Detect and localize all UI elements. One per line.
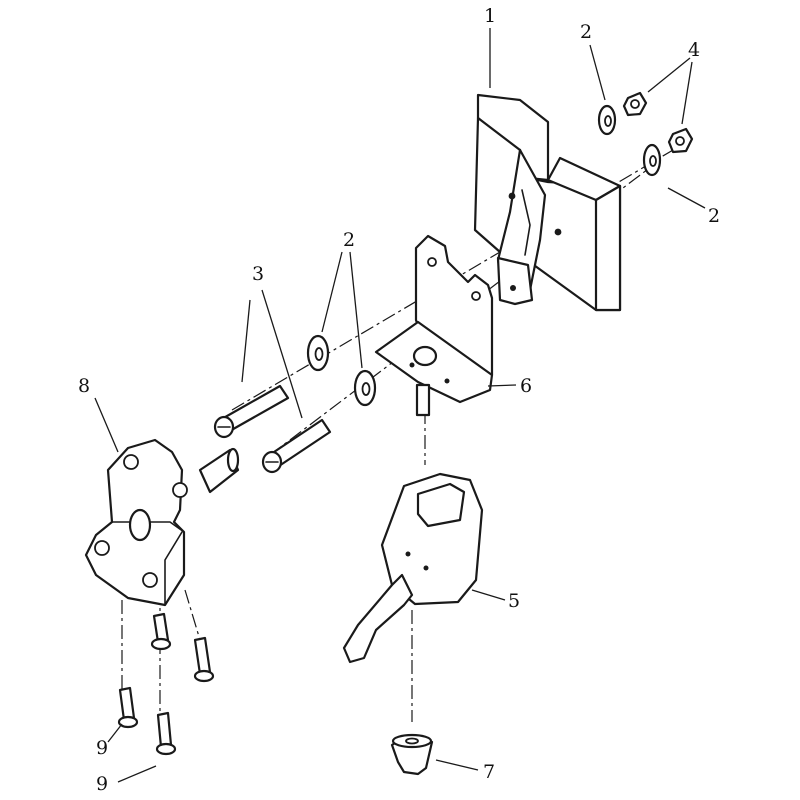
bottom-screw-c-part-9: [117, 686, 139, 729]
callout-7: 7: [483, 761, 495, 783]
callout-5: 5: [508, 590, 520, 612]
callout-labels: 1 2 4 2 2 3 8 6 5 7 9 9: [78, 5, 720, 795]
leader-lines: [94, 28, 706, 783]
bottom-screw-a-part-9: [150, 612, 172, 651]
callout-6: 6: [520, 375, 532, 397]
callout-2-top: 2: [580, 21, 592, 43]
base-bracket-part-8: [84, 438, 240, 607]
nut-top-part-4: [622, 91, 648, 117]
washer-mid-upper-part-2: [306, 334, 330, 372]
callout-9-lower: 9: [96, 773, 108, 795]
bottom-screw-b-part-9: [193, 636, 215, 683]
callout-4: 4: [688, 39, 700, 61]
angle-bracket-part-6: [374, 234, 494, 417]
callout-3: 3: [252, 263, 264, 285]
callout-9-upper: 9: [96, 737, 108, 759]
callout-8: 8: [78, 375, 90, 397]
long-screw-part-3: [213, 384, 290, 439]
callout-2-middle: 2: [343, 229, 355, 251]
callout-2-right: 2: [708, 205, 720, 227]
washer-lower-part-2: [642, 143, 662, 177]
lock-plate-part-5: [342, 472, 484, 664]
callout-1: 1: [484, 5, 496, 27]
bushing-part-7: [390, 733, 434, 776]
washer-mid-lower-part-2: [353, 369, 377, 407]
nut-lower-part-4: [667, 127, 694, 154]
short-screw-part-3: [261, 418, 332, 474]
latch-block-part-1: [473, 93, 622, 312]
bottom-screw-d-part-9: [155, 711, 177, 756]
washer-top-part-2: [597, 104, 617, 136]
